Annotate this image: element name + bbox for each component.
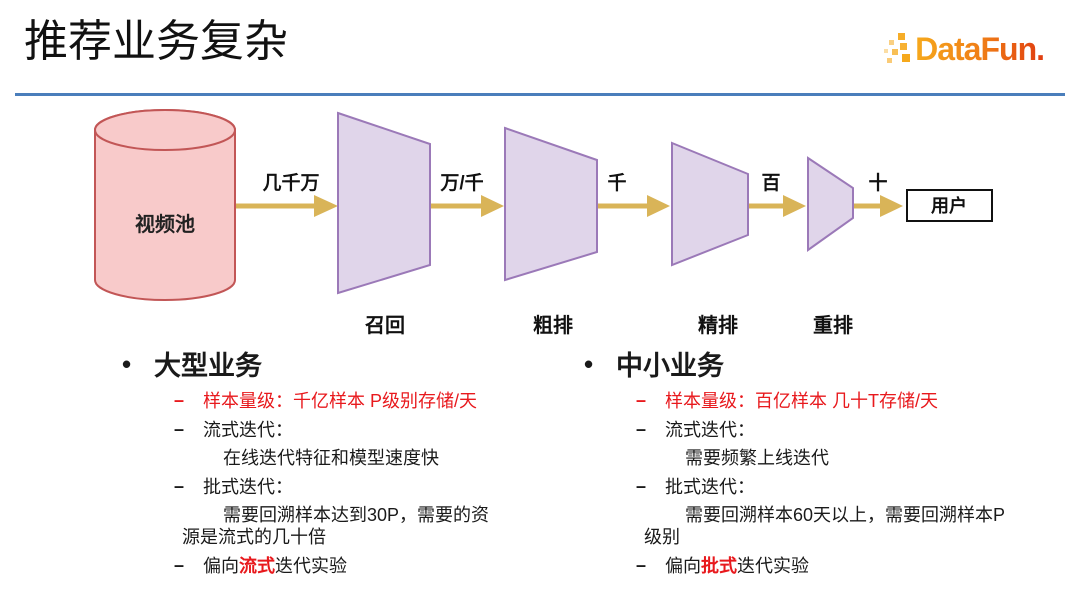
flow-label-5: 十 <box>868 171 887 194</box>
flow-label-3: 千 <box>607 172 626 194</box>
datafun-logo-icon <box>883 30 913 68</box>
user-node: 用户 <box>906 189 993 222</box>
preference-prefix: 偏向 <box>665 556 701 576</box>
heading-text: 大型业务 <box>154 351 262 381</box>
logo-pixel <box>900 43 908 50</box>
datafun-logo-text: DataFun. <box>915 30 1045 67</box>
dash-icon: – <box>636 555 647 575</box>
flow-label-1: 几千万 <box>262 172 319 194</box>
logo-pixel <box>898 33 906 40</box>
stage-label-rerank: 重排 <box>813 313 853 337</box>
video-pool-cylinder: 视频池 <box>94 109 236 301</box>
logo-pixel <box>884 49 889 53</box>
batch-title: 批式迭代： <box>203 477 293 497</box>
cylinder-top <box>94 109 236 151</box>
page-title: 推荐业务复杂 <box>24 17 288 66</box>
logo-pixel <box>892 49 899 55</box>
video-pool-label: 视频池 <box>135 212 195 236</box>
preference-suffix: 迭代实验 <box>737 556 809 576</box>
bullet-icon: • <box>122 349 132 379</box>
streaming-title: 流式迭代： <box>203 420 293 440</box>
preference-emphasis: 批式 <box>701 556 737 576</box>
streaming-item: – 流式迭代： <box>110 419 562 441</box>
logo-pixel <box>887 58 893 63</box>
logo-pixel <box>889 40 895 45</box>
dash-icon: – <box>174 419 185 439</box>
heading-text: 中小业务 <box>616 351 724 381</box>
preference-item: – 偏向批式迭代实验 <box>572 555 1044 577</box>
flow-arrow-2: 万/千 <box>430 172 504 217</box>
flow-label-4: 百 <box>761 173 780 194</box>
dash-icon: – <box>636 476 647 496</box>
title-divider <box>15 93 1065 96</box>
dash-icon: – <box>636 419 647 439</box>
dash-icon: – <box>174 555 185 575</box>
flow-label-2: 万/千 <box>439 172 483 194</box>
flow-arrow-1: 几千万 <box>236 172 338 217</box>
sample-scale-item: – 样本量级：千亿样本 P级别存储/天 <box>110 390 562 412</box>
preference-suffix: 迭代实验 <box>275 556 347 576</box>
large-business-heading: • 大型业务 <box>110 349 562 382</box>
preference-text: 偏向流式迭代实验 <box>203 556 347 576</box>
user-label: 用户 <box>931 195 967 216</box>
batch-title: 批式迭代： <box>665 477 755 497</box>
sample-scale-item: – 样本量级：百亿样本 几十T存储/天 <box>572 390 1044 412</box>
sample-scale-text: 样本量级：千亿样本 P级别存储/天 <box>203 391 478 411</box>
flow-arrow-5: 十 <box>854 171 903 217</box>
section-smb-business: • 中小业务 – 样本量级：百亿样本 几十T存储/天 – 流式迭代： 需要频繁上… <box>572 349 1044 577</box>
funnel-stage-fine-rank: 精排 <box>671 141 749 337</box>
dash-icon: – <box>174 476 185 496</box>
dash-icon: – <box>174 390 185 410</box>
preference-text: 偏向批式迭代实验 <box>665 556 809 576</box>
bullet-icon: • <box>584 349 594 379</box>
recommendation-funnel-diagram: 视频池 几千万 万/千 千 百 十 <box>94 109 993 337</box>
sample-scale-text: 样本量级：百亿样本 几十T存储/天 <box>665 391 938 411</box>
smb-business-heading: • 中小业务 <box>572 349 1044 382</box>
preference-prefix: 偏向 <box>203 556 239 576</box>
funnel-stage-recall: 召回 <box>337 111 431 337</box>
preference-emphasis: 流式 <box>239 556 275 576</box>
flow-arrow-4: 百 <box>748 173 806 217</box>
streaming-detail: 需要频繁上线迭代 <box>685 448 829 468</box>
datafun-logo: DataFun. <box>883 30 1045 68</box>
funnel-stage-coarse-rank: 粗排 <box>504 126 598 337</box>
funnel-stage-rerank: 重排 <box>807 156 854 337</box>
stage-label-coarse-rank: 粗排 <box>533 313 573 337</box>
stage-label-fine-rank: 精排 <box>698 313 738 337</box>
logo-pixel <box>902 54 911 62</box>
dash-icon: – <box>636 390 647 410</box>
streaming-detail: 在线迭代特征和模型速度快 <box>223 448 439 468</box>
batch-detail: 需要回溯样本60天以上，需要回溯样本P级别 <box>644 505 1006 547</box>
batch-item: – 批式迭代： <box>572 476 1044 498</box>
streaming-item: – 流式迭代： <box>572 419 1044 441</box>
flow-arrow-3: 千 <box>597 172 670 217</box>
streaming-title: 流式迭代： <box>665 420 755 440</box>
batch-detail: 需要回溯样本达到30P，需要的资源是流式的几十倍 <box>182 505 490 547</box>
batch-item: – 批式迭代： <box>110 476 562 498</box>
stage-label-recall: 召回 <box>364 314 405 337</box>
section-large-business: • 大型业务 – 样本量级：千亿样本 P级别存储/天 – 流式迭代： 在线迭代特… <box>110 349 562 577</box>
preference-item: – 偏向流式迭代实验 <box>110 555 562 577</box>
